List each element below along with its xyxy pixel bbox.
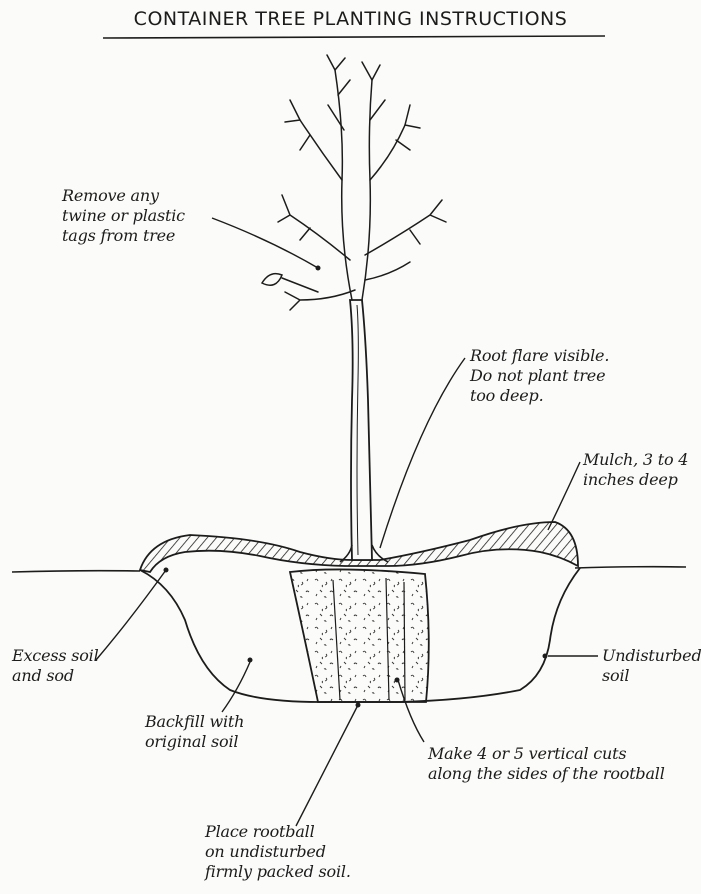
leader-place-rootball <box>296 705 358 826</box>
tree-trunk <box>350 300 372 560</box>
label-vertical-cuts: Make 4 or 5 vertical cuts along the side… <box>428 744 665 784</box>
label-backfill: Backfill with original soil <box>145 712 244 752</box>
label-excess-soil: Excess soil and sod <box>12 646 99 686</box>
tree-canopy <box>262 55 446 310</box>
title-underline <box>103 36 605 38</box>
page-title: CONTAINER TREE PLANTING INSTRUCTIONS <box>0 8 701 30</box>
label-mulch: Mulch, 3 to 4 inches deep <box>583 450 688 490</box>
leader-excess-soil <box>96 570 166 660</box>
label-place-rootball: Place rootball on undisturbed firmly pac… <box>205 822 351 882</box>
rootball <box>290 569 429 702</box>
leader-mulch <box>548 462 580 530</box>
label-root-flare: Root flare visible. Do not plant tree to… <box>470 346 609 406</box>
leader-root-flare <box>380 358 465 548</box>
leader-remove-tags <box>212 218 318 268</box>
label-remove-tags: Remove any twine or plastic tags from tr… <box>62 186 185 246</box>
label-undisturbed-soil: Undisturbed soil <box>602 646 701 686</box>
